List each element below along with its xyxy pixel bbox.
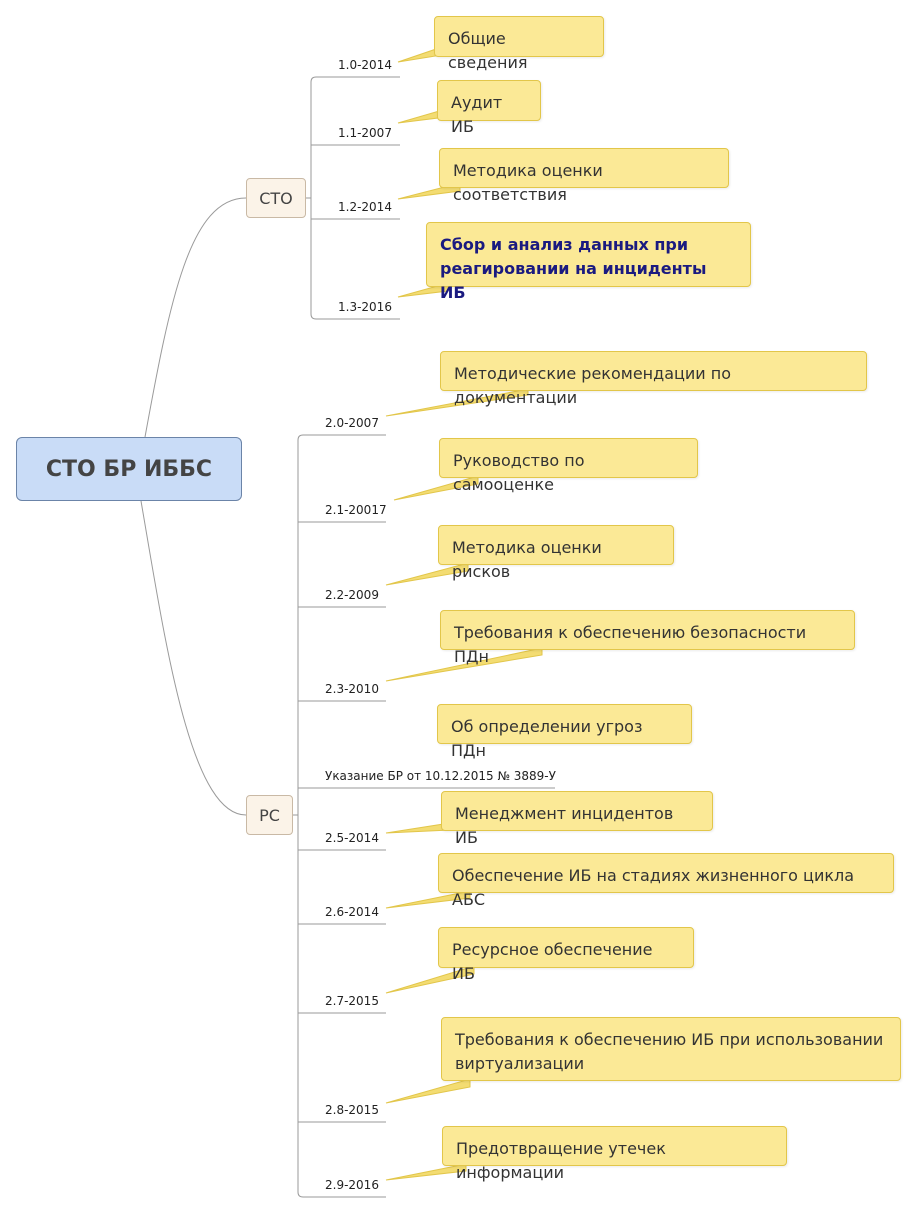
code-label: 2.9-2016 xyxy=(325,1178,379,1192)
note-callout[interactable]: Об определении угроз ПДн xyxy=(437,704,692,760)
note-callout[interactable]: Обеспечение ИБ на стадиях жизненного цик… xyxy=(438,853,894,909)
root-sto-connector xyxy=(144,197,247,438)
code-label: 2.6-2014 xyxy=(325,905,379,919)
code-label: 2.7-2015 xyxy=(325,994,379,1008)
root-node[interactable]: СТО БР ИББС xyxy=(16,437,242,501)
code-label: 2.8-2015 xyxy=(325,1103,379,1117)
note-callout[interactable]: Требования к обеспечению ИБ при использо… xyxy=(441,1017,901,1081)
note-callout[interactable]: Методика оценки соответствия xyxy=(439,148,729,204)
note-callout[interactable]: Методика оценки рисков xyxy=(438,525,674,581)
note-callout[interactable]: Общие сведения xyxy=(434,16,604,72)
code-label: 2.2-2009 xyxy=(325,588,379,602)
note-callout[interactable]: Аудит ИБ xyxy=(437,80,541,136)
code-label: 1.1-2007 xyxy=(338,126,392,140)
note-callout[interactable]: Руководство по самооценке xyxy=(439,438,698,494)
branch-sto[interactable]: СТО xyxy=(246,178,306,218)
note-callout[interactable]: Требования к обеспечению безопасности ПД… xyxy=(440,610,855,666)
note-callout[interactable]: Методические рекомендации по документаци… xyxy=(440,351,867,407)
code-label: 2.0-2007 xyxy=(325,416,379,430)
branch-rs[interactable]: РС xyxy=(246,795,293,835)
code-label: 1.2-2014 xyxy=(338,200,392,214)
code-label: 2.1-20017 xyxy=(325,503,387,517)
note-callout[interactable]: Менеджмент инцидентов ИБ xyxy=(441,791,713,847)
root-rs-connector xyxy=(140,500,247,816)
note-callout[interactable]: Ресурсное обеспечение ИБ xyxy=(438,927,694,983)
code-label: Указание БР от 10.12.2015 № 3889-У xyxy=(325,769,556,783)
code-label: 1.3-2016 xyxy=(338,300,392,314)
code-label: 2.5-2014 xyxy=(325,831,379,845)
code-label: 1.0-2014 xyxy=(338,58,392,72)
note-callout[interactable]: Предотвращение утечек информации xyxy=(442,1126,787,1182)
code-label: 2.3-2010 xyxy=(325,682,379,696)
note-callout[interactable]: Сбор и анализ данных при реагировании на… xyxy=(426,222,751,302)
